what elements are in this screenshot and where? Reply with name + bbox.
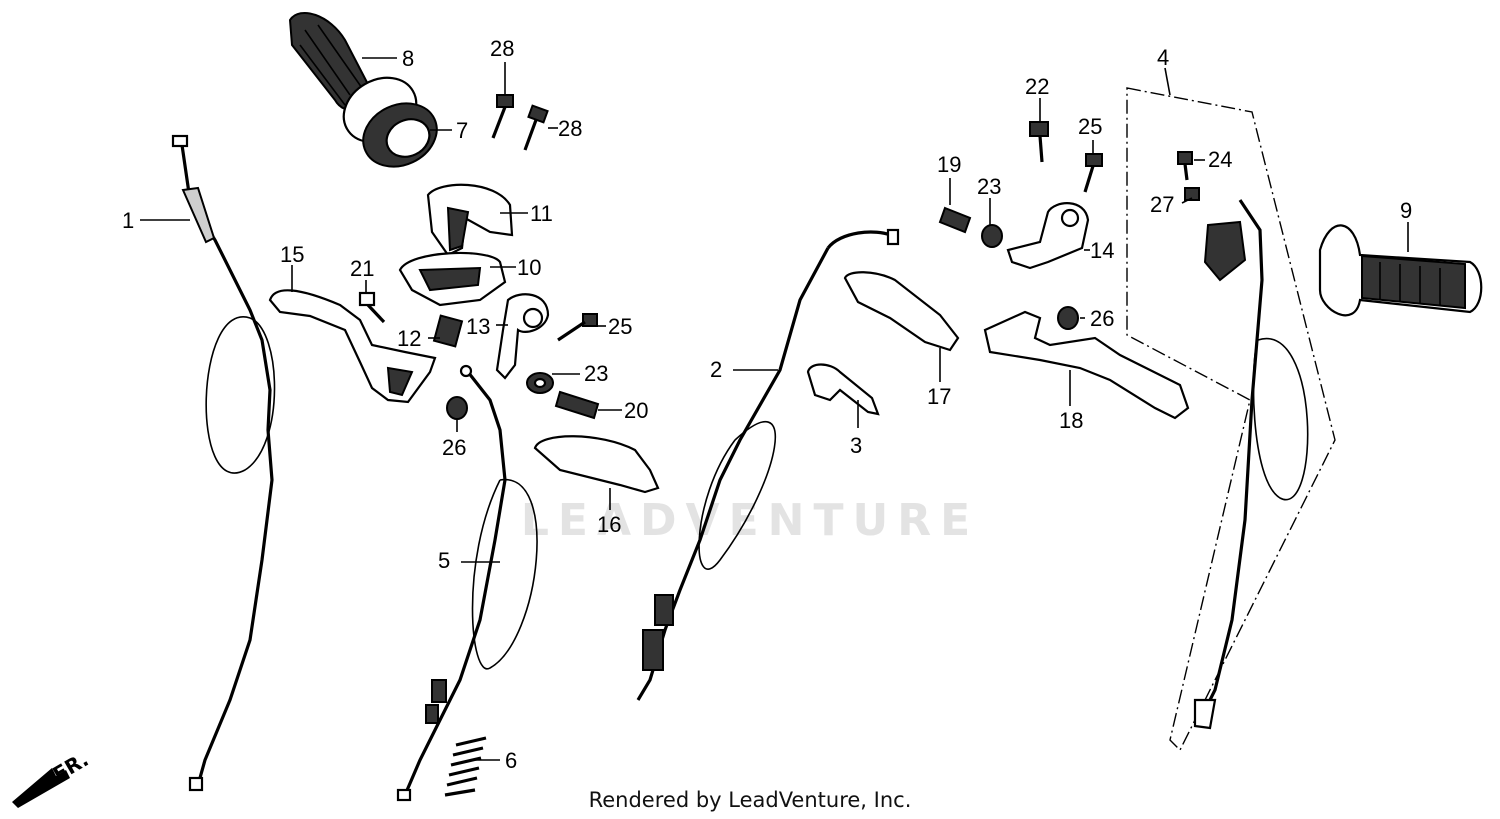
grip-9 <box>1318 224 1483 317</box>
callout-28-side: 28 <box>558 116 582 141</box>
bolt-20 <box>554 390 600 420</box>
cover-16 <box>533 435 660 494</box>
washer-23-right <box>981 224 1003 248</box>
callout-26-left: 26 <box>442 435 466 460</box>
bracket-14 <box>1006 202 1090 270</box>
spring-6 <box>444 736 487 797</box>
nut-26-right <box>1057 306 1079 330</box>
bolt-22 <box>1029 121 1049 163</box>
nut-26-left <box>446 396 468 420</box>
clamp-3 <box>806 363 880 416</box>
callout-11: 11 <box>530 201 553 226</box>
cable-1 <box>171 134 276 792</box>
bolt-21 <box>358 291 386 324</box>
callout-13: 13 <box>466 314 490 339</box>
callout-23-left: 23 <box>584 361 608 386</box>
callout-labels: 1 2 3 4 5 6 7 8 9 10 11 12 13 14 15 16 1… <box>122 36 1412 773</box>
adjuster-12 <box>432 314 464 348</box>
screw-25-right <box>1083 153 1103 193</box>
callout-24: 24 <box>1208 147 1232 172</box>
washer-23-left <box>526 372 554 394</box>
bracket-13 <box>495 293 550 380</box>
callout-21: 21 <box>350 256 374 281</box>
switch-assembly-4 <box>1126 87 1336 752</box>
callout-26-right: 26 <box>1090 306 1114 331</box>
callout-20: 20 <box>624 398 648 423</box>
leader-lines <box>140 57 1409 761</box>
screw-24 <box>1177 151 1193 181</box>
callout-12: 12 <box>397 326 421 351</box>
cable-5 <box>396 364 538 802</box>
lever-18 <box>983 310 1190 420</box>
callout-7: 7 <box>456 118 468 143</box>
callout-15: 15 <box>280 242 304 267</box>
lever-15 <box>268 289 437 404</box>
housing-base-10 <box>398 251 507 307</box>
screws-28 <box>491 94 549 151</box>
callout-6: 6 <box>505 748 517 773</box>
throttle-housing-7 <box>362 102 438 168</box>
callout-28-top: 28 <box>490 36 514 61</box>
screw-25-left <box>557 313 598 342</box>
callout-14: 14 <box>1090 238 1114 263</box>
callout-5: 5 <box>438 548 450 573</box>
housing-cover-11 <box>426 183 514 257</box>
callout-16: 16 <box>597 512 621 537</box>
callout-23-right: 23 <box>977 174 1001 199</box>
cover-17 <box>843 271 960 352</box>
callout-22: 22 <box>1025 74 1049 99</box>
callout-19: 19 <box>937 152 961 177</box>
callout-10: 10 <box>517 255 541 280</box>
callout-27: 27 <box>1150 192 1174 217</box>
callout-25-right: 25 <box>1078 114 1102 139</box>
callout-3: 3 <box>850 433 862 458</box>
callout-8: 8 <box>402 46 414 71</box>
render-credit: Rendered by LeadVenture, Inc. <box>588 788 912 812</box>
callout-1: 1 <box>122 208 134 233</box>
nut-27 <box>1184 187 1200 201</box>
callout-9: 9 <box>1400 198 1412 223</box>
callout-4: 4 <box>1157 45 1169 70</box>
callout-2: 2 <box>710 357 722 382</box>
bolt-19 <box>938 206 972 234</box>
callout-18: 18 <box>1059 408 1083 433</box>
cable-2 <box>636 228 900 701</box>
callout-17: 17 <box>927 384 951 409</box>
callout-25-left: 25 <box>608 314 632 339</box>
